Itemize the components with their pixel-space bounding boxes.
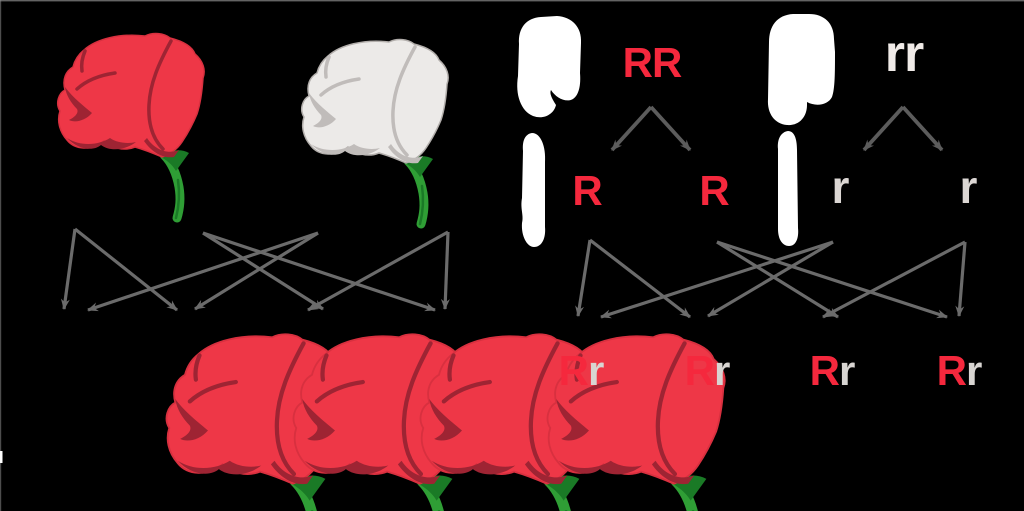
parent-genotype-label: RR xyxy=(622,39,683,86)
offspring-dominant-allele: R xyxy=(809,347,840,394)
whiteout-blob-parent-right xyxy=(767,14,835,126)
offspring-recessive-allele: r xyxy=(587,347,604,394)
left-border-line xyxy=(0,0,2,511)
offspring-recessive-allele: r xyxy=(838,347,855,394)
parent-genotype-label: rr xyxy=(884,25,924,83)
gamete-allele-label: r xyxy=(959,161,978,213)
white-rose-parent-icon xyxy=(301,39,449,224)
whiteout-blob-gamete-right xyxy=(777,131,799,246)
gamete-allele-label: r xyxy=(831,161,850,213)
offspring-recessive-allele: r xyxy=(965,347,982,394)
offspring-genotype-label: Rr xyxy=(809,347,856,394)
genotype-cross-arrows xyxy=(575,238,967,319)
phenotype-cross-arrows xyxy=(60,227,450,312)
offspring-genotype-label: Rr xyxy=(558,347,605,394)
offspring-dominant-allele: R xyxy=(936,347,967,394)
offspring-recessive-allele: r xyxy=(713,347,730,394)
whiteout-blob-parent-left xyxy=(517,16,582,118)
offspring-genotype-label: Rr xyxy=(936,347,983,394)
offspring-genotype-label: Rr xyxy=(684,347,731,394)
stray-whiteout-mark xyxy=(0,451,3,463)
red-rose-parent-icon xyxy=(57,33,205,218)
whiteout-blobs xyxy=(517,14,835,247)
gamete-allele-label: R xyxy=(572,167,602,214)
offspring-dominant-allele: R xyxy=(684,347,715,394)
gamete-allele-label: R xyxy=(699,167,729,214)
offspring-dominant-allele: R xyxy=(558,347,589,394)
gamete-arrows xyxy=(610,105,944,152)
whiteout-blob-gamete-left xyxy=(521,133,546,247)
top-border-line xyxy=(0,0,1024,2)
